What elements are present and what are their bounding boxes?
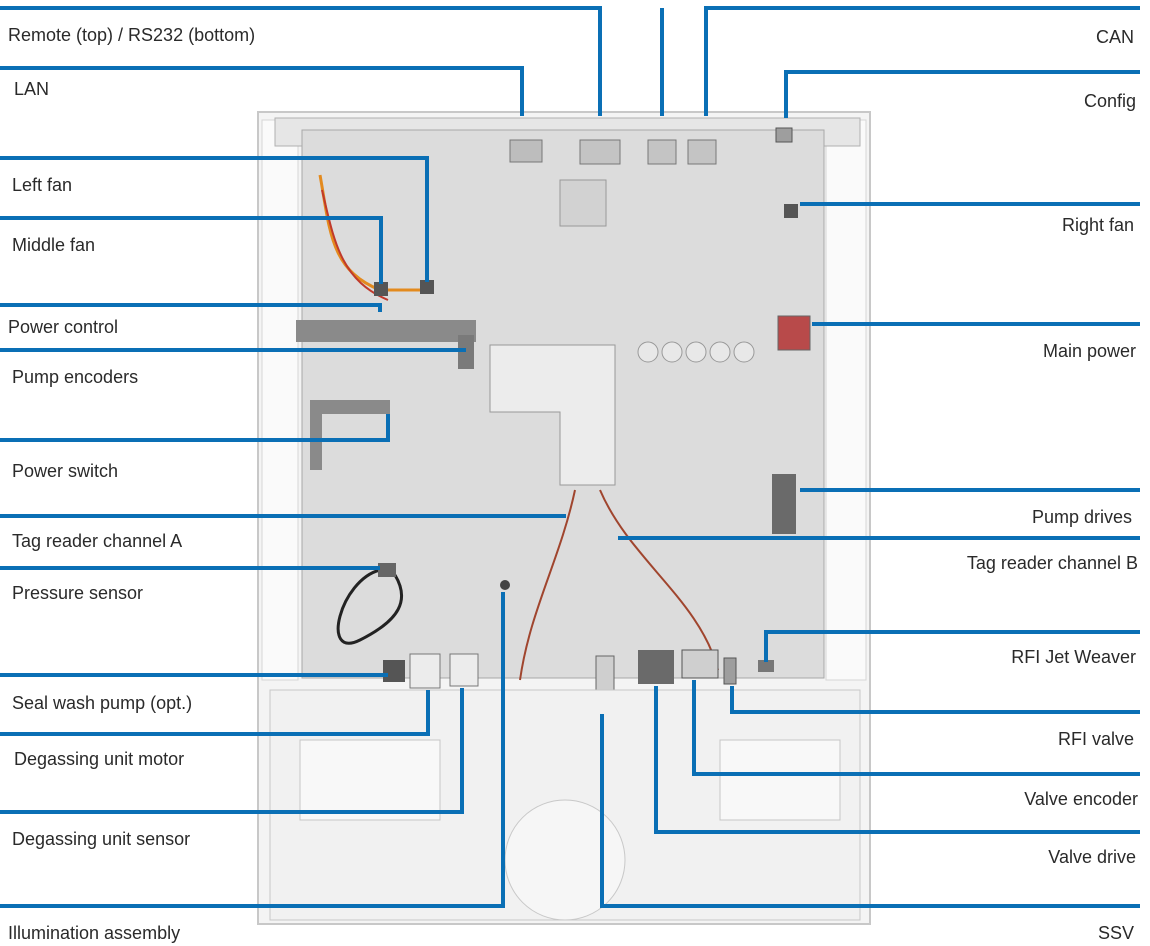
label-degassing-sensor: Degassing unit sensor [12, 828, 190, 850]
config-switch [776, 128, 792, 142]
label-power-control: Power control [8, 316, 118, 338]
illumination-led [500, 580, 510, 590]
degasser-motor-connector [410, 654, 440, 688]
callout-can [662, 8, 1140, 116]
label-valve-drive: Valve drive [1048, 846, 1136, 868]
processor-chip [560, 180, 606, 226]
label-pump-drives: Pump drives [1032, 506, 1132, 528]
lower-wheel [505, 800, 625, 920]
lower-left-pump [300, 740, 440, 820]
label-tag-reader-a: Tag reader channel A [12, 530, 182, 552]
right-fan-connector [784, 204, 798, 218]
label-can: CAN [1096, 26, 1134, 48]
degasser-sensor-connector [450, 654, 478, 686]
label-config: Config [1084, 90, 1136, 112]
label-rfi-jet-weaver: RFI Jet Weaver [1011, 646, 1136, 668]
label-left-fan: Left fan [12, 174, 72, 196]
label-ssv: SSV [1098, 922, 1134, 944]
pressure-sensor-connector [378, 563, 396, 577]
label-valve-encoder: Valve encoder [1024, 788, 1138, 810]
label-pump-encoders: Pump encoders [12, 366, 138, 388]
label-pressure-sensor: Pressure sensor [12, 582, 143, 604]
pump-drive-connector [772, 474, 796, 534]
can-port-1 [648, 140, 676, 164]
label-rfi-valve: RFI valve [1058, 728, 1134, 750]
lan-port [510, 140, 542, 162]
label-seal-wash-pump: Seal wash pump (opt.) [12, 692, 192, 714]
label-remote-rs232: Remote (top) / RS232 (bottom) [8, 24, 255, 46]
label-tag-reader-b: Tag reader channel B [967, 552, 1138, 574]
middle-fan-connector [374, 282, 388, 296]
valve-encoder-connector [682, 650, 718, 678]
label-middle-fan: Middle fan [12, 234, 95, 256]
lower-right-pump [720, 740, 840, 820]
label-power-switch: Power switch [12, 460, 118, 482]
can-port-2 [688, 140, 716, 164]
left-fan-connector [420, 280, 434, 294]
pump-encoder-ribbon [296, 320, 476, 342]
label-degassing-motor: Degassing unit motor [14, 748, 184, 770]
callout-lan [0, 68, 522, 116]
serial-port [580, 140, 620, 164]
power-switch-post [310, 400, 322, 470]
label-illumination: Illumination assembly [8, 922, 180, 944]
chassis-left-wall [262, 120, 298, 680]
main-power-connector [778, 316, 810, 350]
rfi-valve-connector [724, 658, 736, 684]
label-lan: LAN [14, 78, 49, 100]
label-main-power: Main power [1043, 340, 1136, 362]
label-right-fan: Right fan [1062, 214, 1134, 236]
valve-drive-connector [638, 650, 674, 684]
capacitor-row [638, 342, 754, 362]
seal-wash-connector [383, 660, 405, 682]
